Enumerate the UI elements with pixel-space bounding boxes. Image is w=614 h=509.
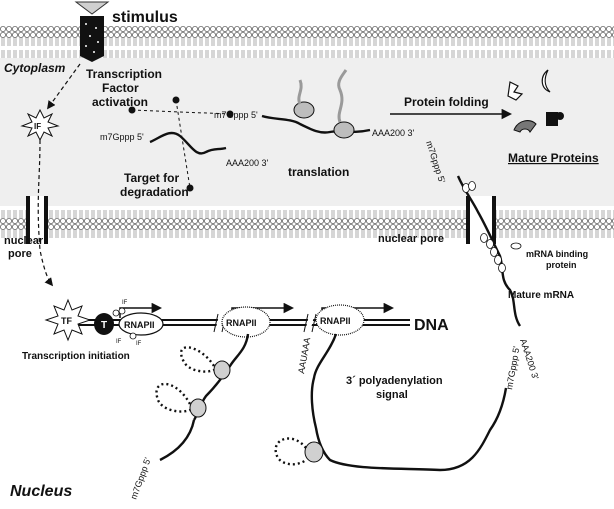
- dna-break: [303, 313, 309, 333]
- tf-activation-line1: Transcription: [86, 67, 162, 81]
- processed-transcript: [310, 333, 508, 472]
- rnapii-polymerase: [221, 306, 271, 338]
- dna-break: [311, 313, 317, 333]
- binding-protein: [494, 255, 502, 265]
- stimulus-ligand: [74, 1, 110, 15]
- splicing-factor: [189, 398, 207, 418]
- binding-protein: [480, 233, 488, 243]
- tf-burst-icon: [44, 298, 92, 342]
- mrna-binding-line2: protein: [546, 260, 577, 270]
- protein-icon: [546, 112, 558, 126]
- intron-loop: [180, 346, 216, 373]
- target-line1: Target for: [124, 171, 179, 185]
- if-factor: [112, 309, 120, 317]
- protein-icon: [541, 69, 551, 93]
- degradation-line: [131, 109, 231, 115]
- if-burst-icon: [20, 108, 60, 142]
- rnapii-polymerase: [118, 312, 164, 336]
- binding-protein: [490, 247, 498, 257]
- translation-label: translation: [288, 165, 349, 179]
- degradation-dot: [226, 110, 234, 118]
- dna-break: [213, 313, 219, 333]
- if-factor: [118, 307, 126, 315]
- protein-icon: [513, 120, 537, 133]
- rnapii-label: RNAPII: [226, 318, 257, 328]
- rnapii-label: RNAPII: [320, 316, 351, 326]
- if-label: IF: [116, 339, 122, 345]
- if-factor: [129, 332, 137, 340]
- t-factor: [94, 313, 114, 335]
- tf-activation-line3: activation: [92, 95, 148, 109]
- nuclear-pore-left-line1: nuclear: [4, 235, 44, 247]
- tf-activation-line2: Factor: [102, 81, 139, 95]
- ribosome-small: [333, 121, 355, 139]
- t-label: T: [101, 320, 107, 331]
- binding-protein: [468, 181, 476, 191]
- binding-protein: [498, 263, 506, 273]
- if-label: IF: [122, 300, 128, 306]
- degradation-line: [175, 99, 191, 189]
- mature-mrna-label: Mature mRNA: [508, 290, 574, 301]
- cap-label: m7Gppp 5': [214, 110, 258, 120]
- protein-folding-label: Protein folding: [404, 95, 489, 109]
- cytoplasm-label: Cytoplasm: [4, 61, 66, 75]
- nuclear-pore-left-line2: pore: [8, 248, 32, 260]
- cap-label: m7Gppp 5': [128, 456, 152, 501]
- degradation-dot: [128, 106, 136, 114]
- degradation-dot: [186, 184, 194, 192]
- polya-label: AAA200 3': [226, 158, 269, 168]
- polya-label: AAA200 3': [518, 338, 541, 382]
- signal-arrow: [47, 63, 81, 110]
- protein-icon: [507, 81, 524, 101]
- nascent-peptide: [337, 69, 348, 123]
- mature-proteins-label: Mature Proteins: [508, 151, 599, 165]
- transcription-initiation-label: Transcription initiation: [22, 351, 130, 362]
- if-label: IF: [136, 341, 142, 347]
- ribosome-small: [293, 101, 315, 119]
- binding-protein: [486, 239, 494, 249]
- binding-protein: [510, 242, 522, 250]
- transcription-arrow: [119, 302, 163, 318]
- dna-label: DNA: [414, 317, 449, 334]
- polya-label: AAA200 3': [372, 128, 415, 138]
- nucleus-label: Nucleus: [10, 483, 72, 500]
- nascent-peptide: [297, 79, 303, 105]
- auuaaa-label: AAUAAA: [296, 337, 312, 375]
- intron-loop: [155, 382, 192, 413]
- rnapii-polymerase: [315, 304, 365, 336]
- dna-break: [215, 313, 225, 331]
- dna-break: [305, 313, 315, 331]
- protein-icon: [556, 112, 564, 120]
- cap-label: m7Gppp 5': [504, 345, 521, 390]
- left-pore-gap: [30, 196, 44, 246]
- nascent-transcript: [159, 419, 196, 462]
- polyadenylation-line1: 3´ polyadenylation: [346, 375, 443, 387]
- nuclear-membrane: [0, 206, 614, 238]
- splicing-factor: [213, 360, 231, 380]
- if-label: IF: [34, 122, 41, 131]
- mrna-binding-line1: mRNA binding: [526, 249, 588, 259]
- cytoplasm-mrna: [149, 131, 227, 155]
- rnapii-label: RNAPII: [124, 320, 155, 330]
- splicing-factor: [304, 441, 324, 463]
- degradation-dot: [172, 96, 180, 104]
- intron-loop: [274, 437, 307, 466]
- nuclear-pore-right-label: nuclear pore: [378, 233, 444, 245]
- cap-label: m7Gppp 5': [100, 132, 144, 142]
- receptor-icon: [80, 16, 104, 62]
- tf-label: TF: [61, 316, 72, 326]
- target-line2: degradation: [120, 185, 189, 199]
- polyadenylation-line2: signal: [376, 389, 408, 401]
- stimulus-label: stimulus: [112, 9, 178, 26]
